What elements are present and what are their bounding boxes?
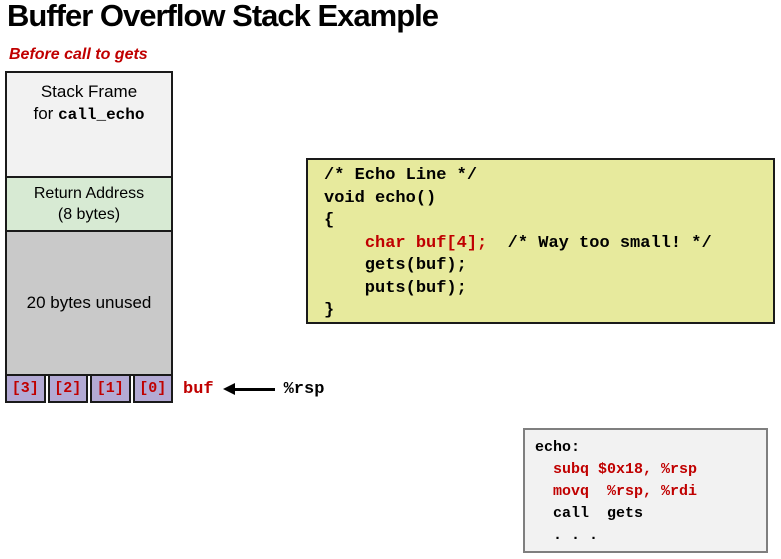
rsp-register-label: %rsp (283, 379, 325, 399)
code-segment: /* Echo Line */ (324, 166, 478, 185)
asm-line: movq %rsp, %rdi (535, 483, 698, 500)
rsp-arrow-icon (222, 383, 275, 395)
code-segment: gets(buf); (324, 256, 467, 275)
unused-bytes-section: 20 bytes unused (7, 232, 171, 374)
asm-line: call gets (535, 505, 644, 522)
buf-cell: [3] (5, 374, 46, 403)
code-segment: { (324, 211, 335, 230)
code-line: char buf[4]; /* Way too small! */ (324, 233, 773, 256)
c-source-code-box: /* Echo Line */ void echo() { char buf[4];… (306, 158, 775, 324)
buf-cell: [1] (90, 374, 131, 403)
code-line: /* Echo Line */ (324, 165, 773, 188)
buf-cells-row: [3][2][1][0] (5, 374, 173, 403)
code-segment: char buf[4]; (364, 233, 488, 253)
asm-line: . . . (535, 527, 599, 544)
page-title: Buffer Overflow Stack Example (7, 0, 439, 33)
return-address-line2: (8 bytes) (57, 206, 121, 223)
code-line: gets(buf); (324, 255, 773, 278)
unused-bytes-label: 20 bytes unused (26, 293, 152, 312)
code-segment: puts(buf); (324, 278, 467, 298)
buf-cell: [0] (132, 374, 173, 403)
return-address-line1: Return Address (33, 185, 145, 202)
stack-frame-line1: Stack Frame (40, 82, 138, 101)
code-line: { (324, 210, 773, 233)
stack-frame-line2: for call_echo (7, 103, 171, 126)
stack-frame-section: Stack Frame for call_echo (7, 73, 171, 176)
arrow-head (222, 383, 235, 395)
stack-frame-for-label: for (33, 104, 59, 123)
call-echo-label: call_echo (58, 106, 145, 124)
stack-diagram: Stack Frame for call_echo Return Address… (5, 71, 173, 376)
code-segment (324, 234, 365, 253)
buf-label: buf (183, 379, 214, 399)
code-segment: void echo() (324, 188, 437, 208)
buf-annotation: buf %rsp (183, 377, 324, 401)
code-segment: /* Way too small! */ (487, 233, 712, 253)
buf-cell: [2] (47, 374, 88, 403)
asm-line: echo: (535, 439, 581, 456)
subtitle-before-call-to-gets: Before call to gets (9, 46, 148, 63)
arrow-line (234, 387, 275, 391)
return-address-section: Return Address (8 bytes) (7, 176, 171, 232)
code-line: puts(buf); (324, 278, 773, 301)
code-line: void echo() (324, 188, 773, 211)
code-segment: } (324, 301, 335, 320)
code-line: } (324, 300, 773, 323)
assembly-code-box: echo: subq $0x18, %rsp movq %rsp, %rdi c… (523, 428, 768, 553)
asm-line: subq $0x18, %rsp (535, 461, 698, 478)
